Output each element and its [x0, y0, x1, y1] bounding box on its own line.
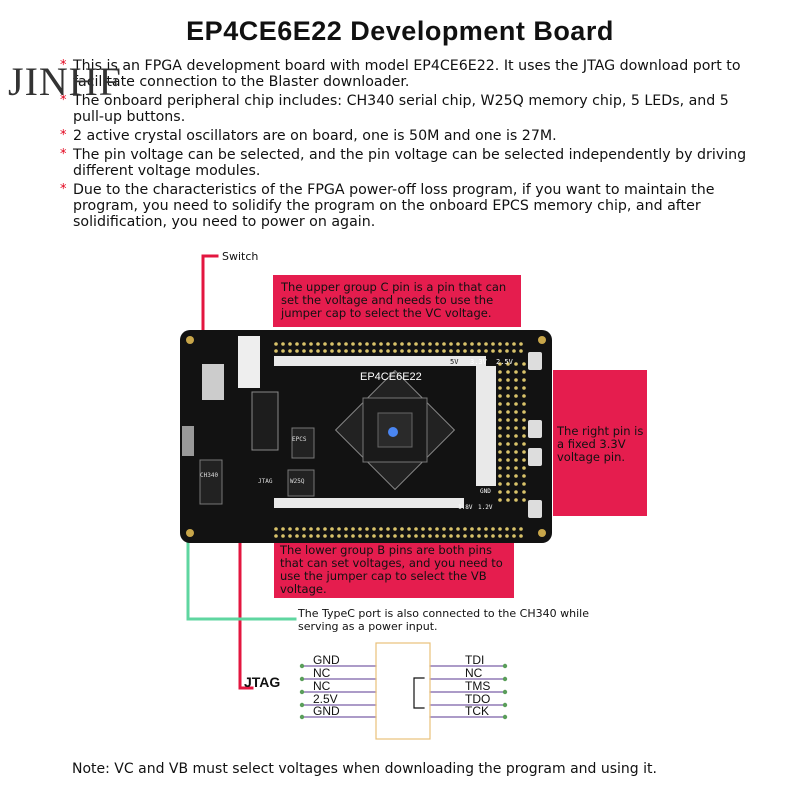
w25q-label: W25Q: [290, 478, 305, 485]
page-title: EP4CE6E22 Development Board: [186, 16, 614, 46]
asterisk-icon: *: [60, 147, 67, 162]
jtag-pin-left: GND: [313, 653, 340, 667]
ch340-label: CH340: [200, 472, 219, 479]
feature-item: * This is an FPGA development board with …: [60, 58, 750, 90]
asterisk-icon: *: [60, 182, 67, 197]
lower-pin-callout: The lower group B pins are both pins tha…: [274, 540, 514, 598]
feature-text: This is an FPGA development board with m…: [73, 58, 741, 90]
upper-pin-text: The upper group C pin is a pin that can …: [281, 280, 507, 320]
footer-note: Note: VC and VB must select voltages whe…: [72, 761, 657, 777]
feature-item: * The pin voltage can be selected, and th…: [60, 147, 750, 179]
fpga-board: EP4CE6E22 CH340 W25Q EPCS JTAG 5V 3.3V 2…: [180, 330, 552, 543]
jtag-pin-left: NC: [313, 679, 331, 693]
jtag-connector: [375, 642, 431, 740]
feature-text: Due to the characteristics of the FPGA p…: [73, 182, 715, 230]
asterisk-icon: *: [60, 93, 67, 108]
jtag-pin-right: TDI: [465, 653, 485, 667]
jtag-pin-left: GND: [313, 704, 340, 718]
jtag-pin-right: TMS: [465, 679, 491, 693]
switch-label: Switch: [222, 250, 259, 263]
right-pin-text: The right pin is a fixed 3.3V voltage pi…: [557, 424, 644, 464]
v18-label: 1.8V: [458, 504, 473, 511]
feature-item: * 2 active crystal oscillators are on boa…: [60, 128, 750, 144]
feature-list: * This is an FPGA development board with …: [60, 58, 750, 233]
feature-text: The onboard peripheral chip includes: CH…: [73, 93, 729, 125]
v33-label: 3.3V: [470, 358, 487, 366]
chip-label: EP4CE6E22: [360, 371, 422, 383]
jtag-pin-right: NC: [465, 666, 483, 680]
gnd-label: GND: [480, 488, 491, 495]
lower-pin-text: The lower group B pins are both pins tha…: [280, 543, 503, 596]
jtag-pin-left: NC: [313, 666, 331, 680]
jtag-pin-right: TCK: [465, 704, 489, 718]
jtag-pin-left: 2.5V: [313, 692, 338, 706]
typec-label: The TypeC port is also connected to the …: [298, 607, 589, 633]
feature-text: 2 active crystal oscillators are on boar…: [73, 128, 557, 144]
epcs-label: EPCS: [292, 436, 307, 443]
jtag-pin-right: TDO: [465, 692, 491, 706]
watermark: JINHF: [8, 59, 122, 104]
board-graphic: [182, 336, 546, 538]
v12-label: 1.2V: [478, 504, 493, 511]
upper-pin-callout: The upper group C pin is a pin that can …: [273, 275, 521, 327]
asterisk-icon: *: [60, 58, 67, 73]
jtag-board-label: JTAG: [258, 478, 273, 485]
jtag-label: JTAG: [244, 674, 281, 690]
feature-item: * The onboard peripheral chip includes: C…: [60, 93, 750, 125]
feature-item: * Due to the characteristics of the FPGA …: [60, 182, 750, 230]
asterisk-icon: *: [60, 128, 67, 143]
v25-label: 2.5V: [496, 358, 513, 366]
feature-text: The pin voltage can be selected, and the…: [73, 147, 747, 179]
v5-label: 5V: [450, 358, 459, 366]
right-pin-callout: The right pin is a fixed 3.3V voltage pi…: [553, 370, 647, 516]
